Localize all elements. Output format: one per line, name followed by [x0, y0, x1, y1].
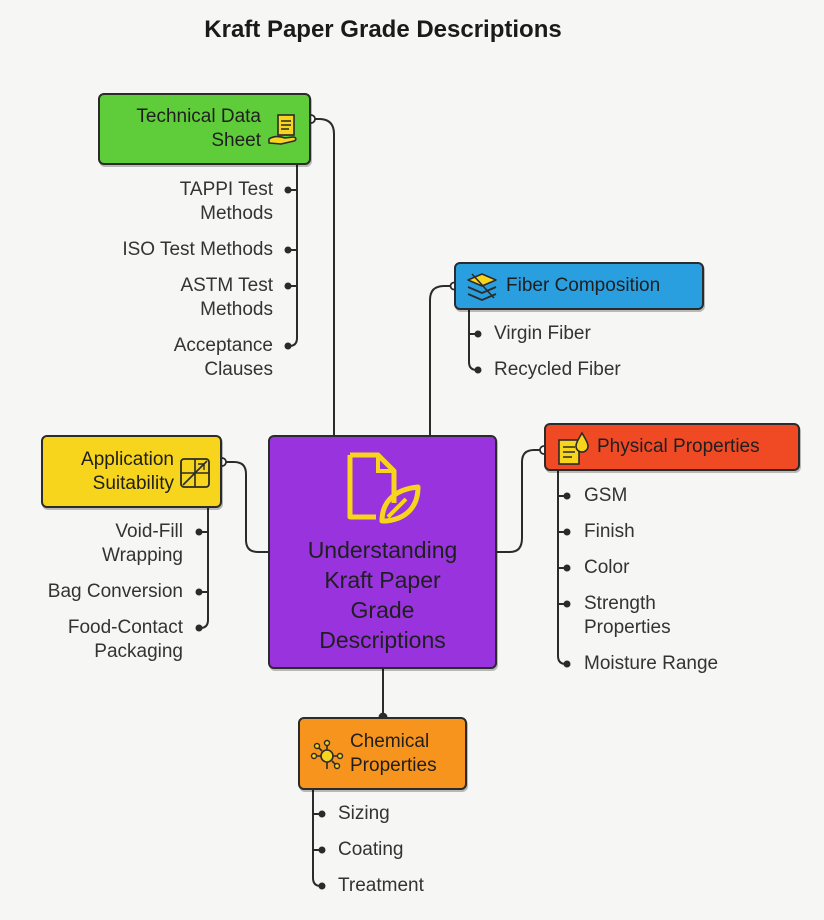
leaf-bullet — [318, 882, 326, 890]
label-line: Understanding — [307, 537, 458, 563]
leaf-bullet — [195, 624, 203, 632]
leaf-bullet — [195, 588, 203, 596]
fiber-leaf-item[interactable]: Virgin Fiber — [494, 322, 591, 346]
leaf-text-line: TAPPI Test — [179, 179, 273, 200]
leaf-text-line: GSM — [584, 485, 628, 506]
leaf-text-line: Recycled Fiber — [494, 359, 621, 380]
leaf-text-line: Methods — [200, 203, 273, 224]
leaf-bullet — [474, 366, 482, 374]
chemical-leaf-item[interactable]: Treatment — [338, 874, 424, 898]
leaf-text-line: Clauses — [204, 359, 273, 380]
leaf-bullet — [563, 564, 571, 572]
leaf-spine-chemical — [312, 789, 322, 887]
leaf-bullet — [284, 282, 292, 290]
label-line: Physical Properties — [597, 436, 760, 457]
chemical-leaf-item[interactable]: Coating — [338, 838, 404, 862]
leaf-text-line: Packaging — [94, 641, 183, 662]
molecule-icon — [310, 739, 344, 770]
fiber-composition-label: Fiber Composition — [506, 274, 660, 298]
leaf-bullet — [318, 810, 326, 818]
leaf-bullet — [195, 528, 203, 536]
label-line: Fiber Composition — [506, 275, 661, 296]
technical-leaf-item[interactable]: ISO Test Methods — [122, 238, 273, 262]
leaf-text-line: Acceptance — [173, 335, 273, 356]
leaf-text-line: Coating — [338, 839, 404, 860]
leaf-text-line: Treatment — [338, 875, 424, 896]
leaf-text-line: ISO Test Methods — [122, 239, 273, 260]
suitability-grid-icon — [180, 458, 210, 488]
leaf-bullet — [563, 600, 571, 608]
physical-leaf-item[interactable]: GSM — [584, 484, 627, 508]
leaf-bullet — [284, 186, 292, 194]
leaf-text-line: Moisture Range — [584, 653, 719, 674]
label-line: Sheet — [211, 130, 261, 151]
leaf-text-line: Sizing — [338, 803, 390, 824]
physical-properties-node[interactable]: Physical Properties — [544, 423, 800, 471]
leaf-text-line: Color — [584, 557, 630, 578]
label-line: Kraft Paper — [324, 567, 441, 593]
physical-leaf-item[interactable]: Moisture Range — [584, 652, 718, 676]
leaf-bullet — [563, 660, 571, 668]
fiber-stack-icon — [467, 273, 497, 301]
connector-center-fiber — [429, 285, 455, 436]
leaf-spine-fiber — [468, 309, 478, 371]
label-line: Suitability — [92, 472, 174, 494]
leaf-text-line: Strength — [584, 593, 656, 614]
leaf-text-line: Properties — [584, 617, 671, 638]
leaf-bullet — [284, 246, 292, 254]
connector-center-physical — [496, 449, 545, 553]
leaf-text-line: Food-Contact — [67, 617, 183, 638]
leaf-bullet — [563, 528, 571, 536]
leaf-text-line: Bag Conversion — [47, 581, 183, 602]
label-line: Application — [81, 448, 174, 470]
label-line: Technical Data — [136, 106, 261, 127]
leaf-bullet — [474, 330, 482, 338]
label-line: Descriptions — [319, 627, 446, 653]
fiber-composition-node[interactable]: Fiber Composition — [454, 262, 704, 310]
leaf-spine-application — [199, 507, 209, 629]
leaf-text-line: Void-Fill — [115, 521, 183, 542]
leaf-text-line: Wrapping — [102, 545, 183, 566]
connector-center-application — [221, 461, 269, 553]
application-leaf-item[interactable]: Bag Conversion — [48, 580, 183, 604]
label-line: Properties — [350, 754, 437, 776]
fiber-leaf-item[interactable]: Recycled Fiber — [494, 358, 621, 382]
physical-properties-label: Physical Properties — [597, 435, 760, 459]
label-line: Chemical — [350, 730, 430, 752]
leaf-bullet — [318, 846, 326, 854]
diagram-title: Kraft Paper Grade Descriptions — [204, 16, 562, 43]
leaf-bullet — [563, 492, 571, 500]
document-hand-icon — [268, 114, 297, 145]
physical-leaf-item[interactable]: Finish — [584, 520, 635, 544]
chemical-leaf-item[interactable]: Sizing — [338, 802, 390, 826]
label-line: Grade — [350, 597, 415, 623]
leaf-text-line: Virgin Fiber — [494, 323, 591, 344]
document-leaf-icon — [347, 452, 421, 524]
physical-leaf-item[interactable]: Color — [584, 556, 629, 580]
document-drop-icon — [558, 431, 589, 465]
leaf-text-line: Methods — [200, 299, 273, 320]
leaf-text-line: ASTM Test — [180, 275, 273, 296]
connector-center-technical — [310, 118, 335, 436]
leaf-text-line: Finish — [584, 521, 635, 542]
leaf-bullet — [284, 342, 292, 350]
